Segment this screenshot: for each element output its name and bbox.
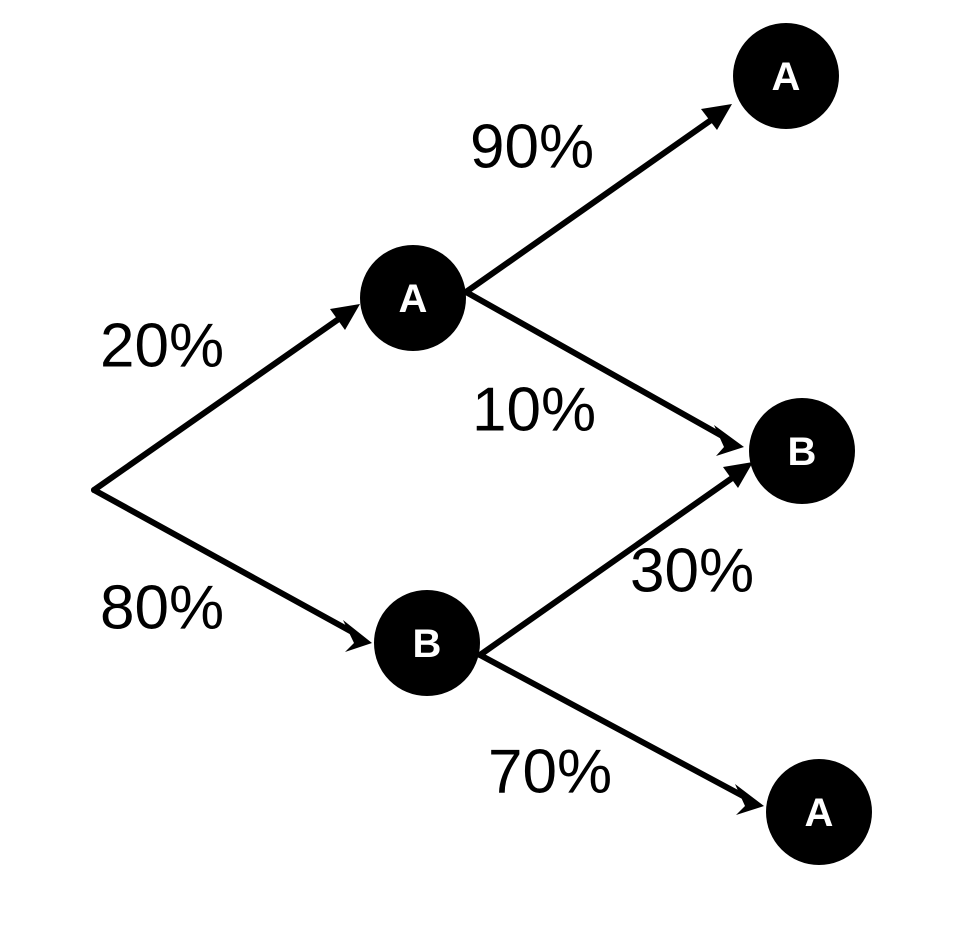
node-b1-label: B [413, 622, 442, 666]
edge-label-b1-a3: 70% [488, 738, 612, 807]
node-a2-circle [733, 23, 839, 129]
node-a3: A [766, 759, 872, 865]
node-a2: A [733, 23, 839, 129]
edge-label-a1-a2: 90% [470, 113, 594, 182]
node-a1: A [360, 245, 466, 351]
edge-label-root-a1: 20% [100, 312, 224, 381]
edge-root-to-a1 [91, 313, 346, 493]
node-a2-label: A [772, 55, 801, 99]
edge-a1-to-a2 [463, 115, 717, 295]
arrow-head-b1 [343, 620, 372, 652]
edge-b1-to-a3 [477, 652, 746, 799]
edge-label-b1-b2: 30% [630, 537, 754, 606]
edge-labels: 20% 80% 90% 10% 30% 70% [100, 113, 754, 807]
node-b2-circle [749, 398, 855, 504]
edge-root-to-b1 [91, 487, 357, 636]
node-b2: B [749, 398, 855, 504]
arrow-head-a2 [701, 104, 732, 130]
node-a1-circle [360, 245, 466, 351]
edge-label-root-b1: 80% [100, 574, 224, 643]
node-a1-label: A [399, 277, 428, 321]
arrow-head-a1 [330, 304, 360, 330]
node-b1-circle [374, 590, 480, 696]
edge-label-a1-b2: 10% [472, 376, 596, 445]
node-a3-label: A [805, 791, 834, 835]
arrow-head-a3 [735, 784, 764, 815]
edges [91, 115, 746, 799]
node-b1: B [374, 590, 480, 696]
edge-a1-to-b2 [463, 289, 727, 440]
arrow-head-b2-from-a1 [714, 425, 744, 456]
node-b2-label: B [788, 430, 817, 474]
arrow-head-b2-from-b1 [723, 462, 753, 488]
edge-b1-to-b2 [477, 473, 738, 658]
node-a3-circle [766, 759, 872, 865]
arrow-heads [330, 104, 764, 815]
